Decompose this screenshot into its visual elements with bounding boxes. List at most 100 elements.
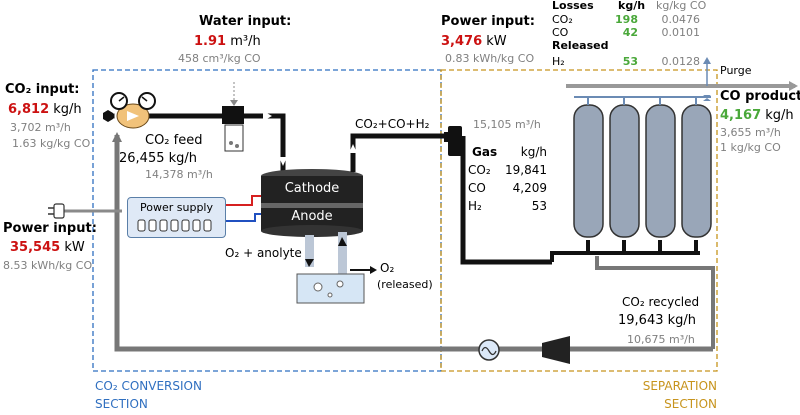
conversion-section-label-2: SECTION bbox=[95, 397, 148, 411]
o2-released-label: O₂ bbox=[380, 261, 395, 275]
anode-block bbox=[261, 208, 363, 231]
gas-row-h2-value: 53 bbox=[531, 199, 547, 213]
co2-feed-rate: 26,455 kg/h bbox=[119, 151, 198, 167]
separation-section-label-1: SEPARATION bbox=[642, 379, 717, 393]
separation-section-box bbox=[440, 69, 718, 372]
power-top-rate: 3,476 kW bbox=[441, 34, 507, 50]
co-product-flow: 3,655 m³/h bbox=[720, 126, 781, 139]
anode-bottom-cap bbox=[261, 225, 363, 237]
mixed-stream-vol: 15,105 m³/h bbox=[473, 118, 541, 131]
heat-exchanger-wave bbox=[481, 346, 497, 356]
power-top-spec: 0.83 kWh/kg CO bbox=[445, 52, 535, 65]
water-arrow-icon bbox=[230, 100, 238, 106]
power-top-title: Power input: bbox=[441, 14, 535, 29]
power-left-spec: 8.53 kWh/kg CO bbox=[3, 259, 93, 272]
column-feed-pipes bbox=[550, 240, 700, 262]
water-input-rate: 1.91 m³/h bbox=[194, 34, 261, 50]
losses-co-kgh: 42 bbox=[622, 26, 638, 39]
power-top-unit: kW bbox=[486, 34, 507, 49]
flow-arrow-4 bbox=[349, 144, 357, 153]
recycle-label: CO₂ recycled bbox=[622, 295, 700, 309]
membrane-layer bbox=[261, 203, 363, 208]
recycle-unit: kg/h bbox=[667, 313, 697, 328]
released-h2-kgh: 53 bbox=[622, 55, 638, 68]
losses-header-kgh: kg/h bbox=[618, 0, 646, 12]
conversion-section-label-1: CO₂ CONVERSION bbox=[95, 379, 202, 393]
plug-icon bbox=[48, 203, 65, 219]
anolyte-tank bbox=[296, 273, 365, 304]
flow-arrow-3 bbox=[279, 157, 287, 166]
co2-feed-label: CO₂ feed bbox=[145, 133, 203, 148]
flow-arrow-2 bbox=[263, 111, 272, 121]
losses-co2-kgh: 198 bbox=[615, 13, 638, 26]
gas-row-h2-label: H₂ bbox=[468, 199, 482, 213]
gas-row-co2-value: 19,841 bbox=[505, 163, 547, 177]
power-left-rate: 35,545 kW bbox=[10, 240, 85, 256]
water-input-value: 1.91 bbox=[194, 34, 227, 49]
power-left-value: 35,545 bbox=[10, 240, 61, 255]
power-left-title: Power input: bbox=[3, 221, 97, 236]
co-product-title: CO product: bbox=[720, 89, 800, 104]
cathode-label: Cathode bbox=[284, 181, 340, 196]
purge-arrow bbox=[703, 57, 711, 64]
gas-table-header-gas: Gas bbox=[472, 145, 498, 159]
co-product-arrow bbox=[789, 81, 798, 91]
o2-anolyte-label: O₂ + anolyte bbox=[225, 246, 302, 260]
released-h2-kgkg: 0.0128 bbox=[661, 55, 701, 68]
gas-row-co-label: CO bbox=[468, 181, 486, 195]
o2-released-note: (released) bbox=[377, 278, 433, 291]
power-top-value: 3,476 bbox=[441, 34, 483, 49]
losses-co-kgkg: 0.0101 bbox=[661, 26, 701, 39]
anode-label: Anode bbox=[291, 209, 333, 224]
co-product-rate: 4,167 kg/h bbox=[720, 108, 794, 124]
co2-input-spec: 1.63 kg/kg CO bbox=[12, 137, 91, 150]
humidifier-icon bbox=[222, 106, 244, 124]
co-product-spec: 1 kg/kg CO bbox=[720, 141, 781, 154]
co2-input-rate: 6,812 kg/h bbox=[8, 102, 82, 118]
recycle-pipe bbox=[114, 135, 715, 352]
gas-table-header-unit: kg/h bbox=[520, 145, 547, 159]
separation-columns bbox=[573, 104, 712, 238]
pump-arrow-icon bbox=[127, 111, 139, 121]
water-input-title: Water input: bbox=[199, 14, 292, 29]
purge-valve-icon bbox=[703, 95, 711, 101]
co2-input-title: CO₂ input: bbox=[5, 82, 80, 97]
gas-row-co-value: 4,209 bbox=[512, 181, 547, 195]
separation-section-label-2: SECTION bbox=[664, 397, 717, 411]
cathode-block bbox=[261, 176, 363, 204]
power-left-unit: kW bbox=[64, 240, 85, 255]
losses-co-label: CO bbox=[552, 26, 569, 39]
co2-inlet-node-icon bbox=[103, 110, 113, 122]
recycle-arrowhead bbox=[112, 132, 122, 142]
humidifier-vessel-icon bbox=[224, 124, 244, 152]
co-product-value: 4,167 bbox=[720, 108, 762, 123]
co2-input-value: 6,812 bbox=[8, 102, 50, 117]
compressor-icon bbox=[542, 336, 570, 364]
positive-wire bbox=[224, 195, 261, 206]
water-input-unit: m³/h bbox=[230, 34, 261, 49]
co2-feed-vol: 14,378 m³/h bbox=[145, 168, 213, 181]
column-top-manifold bbox=[574, 96, 711, 105]
purge-label: Purge bbox=[720, 64, 752, 77]
power-supply-unit: Power supply bbox=[127, 197, 226, 238]
losses-header: Losses bbox=[552, 0, 594, 12]
power-supply-label: Power supply bbox=[140, 201, 213, 214]
negative-wire bbox=[224, 213, 261, 222]
co-product-unit: kg/h bbox=[765, 108, 794, 123]
water-input-spec: 458 cm³/kg CO bbox=[178, 52, 261, 65]
released-h2-label: H₂ bbox=[552, 55, 565, 68]
co2-feed-mass: 26,455 bbox=[119, 151, 165, 166]
co2-input-flow: 3,702 m³/h bbox=[10, 121, 71, 134]
gas-row-co2-label: CO₂ bbox=[468, 163, 491, 177]
losses-co2-label: CO₂ bbox=[552, 13, 573, 26]
anolyte-loop bbox=[305, 232, 347, 274]
losses-co2-kgkg: 0.0476 bbox=[661, 13, 701, 26]
power-supply-cells bbox=[137, 219, 212, 232]
co2-feed-unit: kg/h bbox=[168, 151, 198, 166]
released-header: Released bbox=[552, 39, 609, 52]
recycle-mass: 19,643 bbox=[618, 313, 664, 328]
cathode-outlet-pipe bbox=[350, 133, 552, 265]
mixed-stream-label: CO₂+CO+H₂ bbox=[355, 117, 430, 131]
